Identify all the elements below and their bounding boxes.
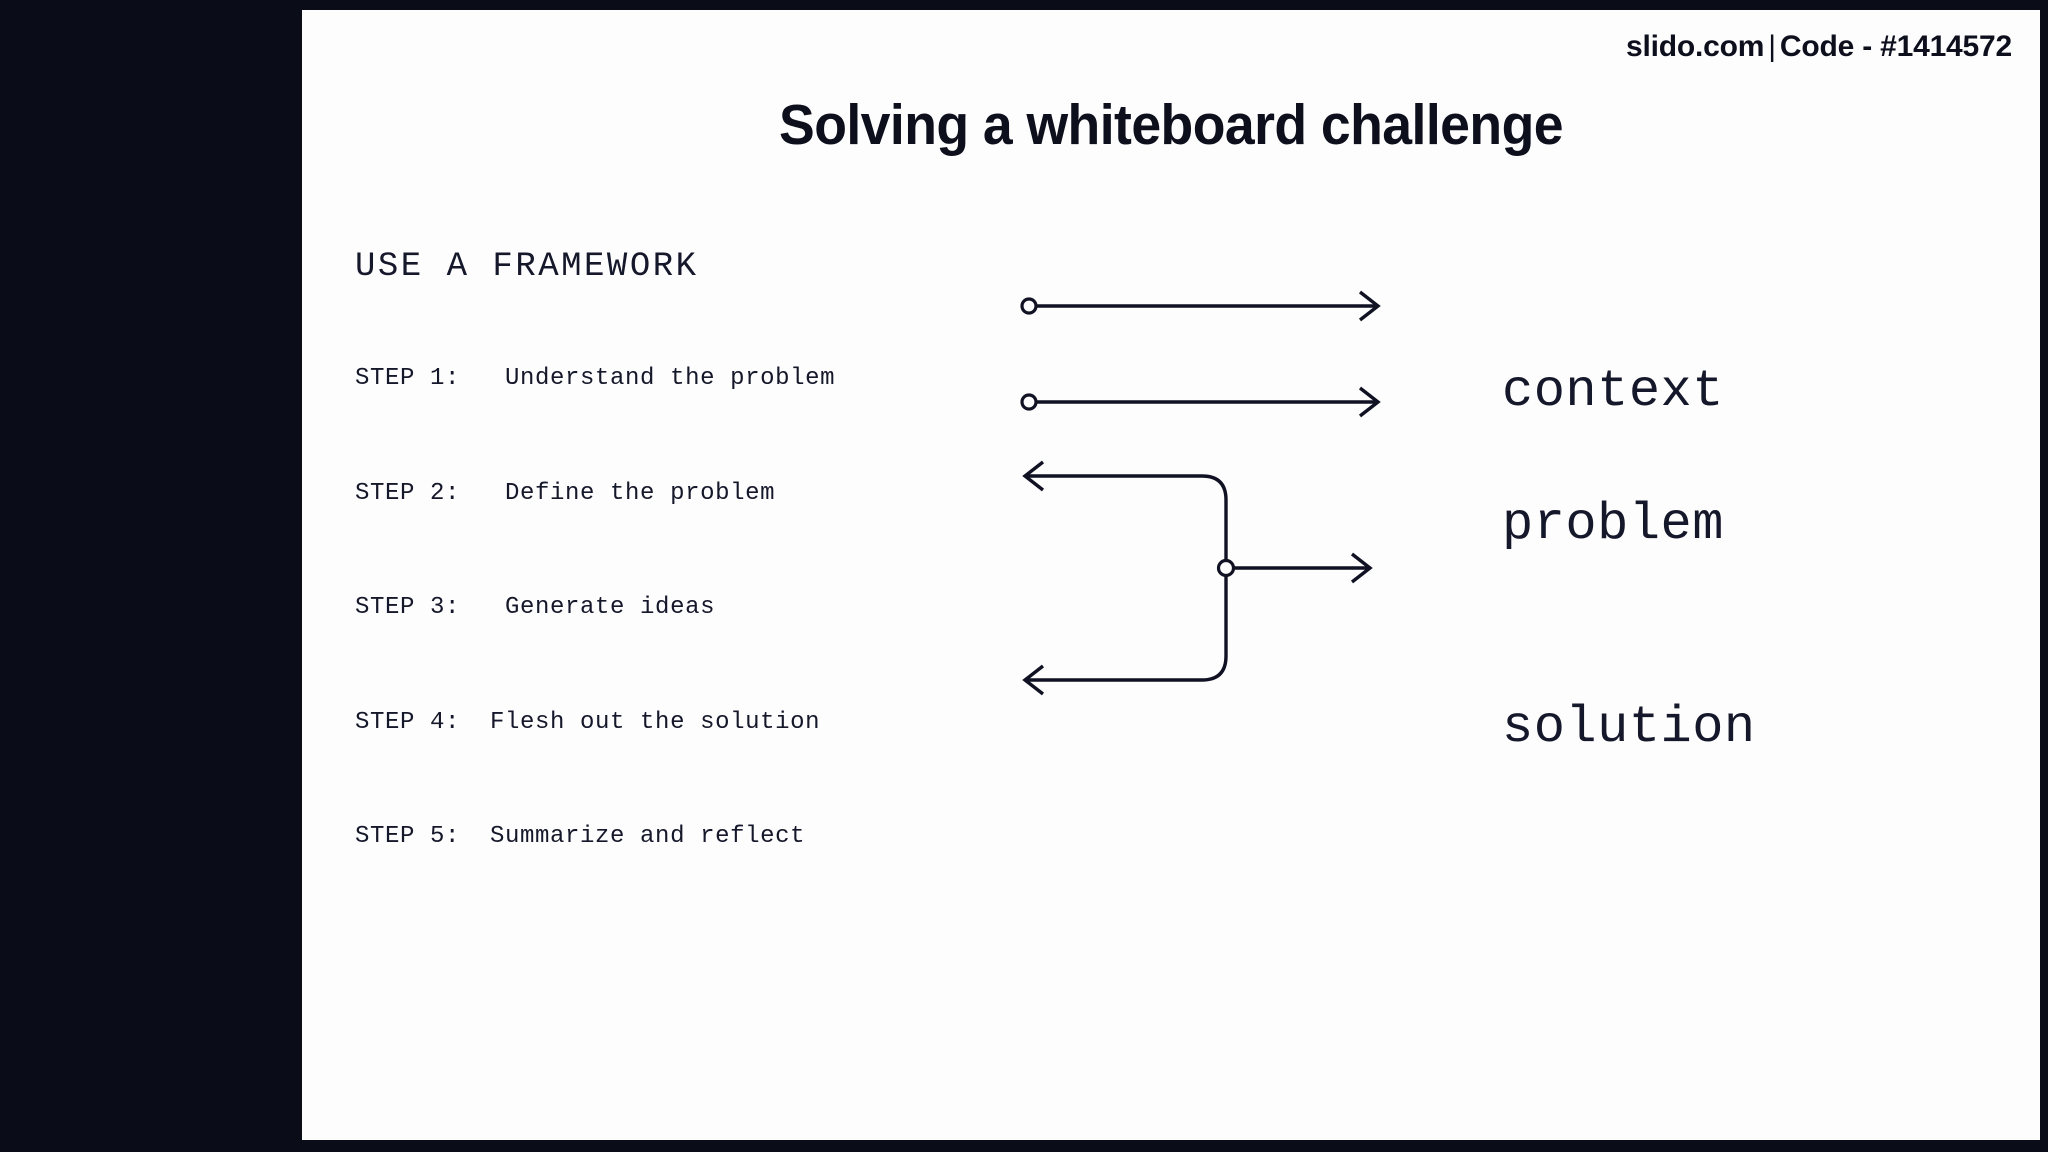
step-label: STEP 5: [355,823,461,850]
arrowhead-left-icon [1022,460,1045,492]
step-text: Summarize and reflect [460,823,806,850]
outcome-context: context [1502,362,1724,421]
outcome-solution: solution [1502,698,1756,757]
problem-connector [1020,386,1381,418]
step-row: STEP 2: Define the problem [355,480,775,510]
step-label: STEP 3: [355,594,461,621]
connector-junction-dot [1216,558,1236,578]
slido-separator: | [1768,30,1776,63]
section-heading: USE A FRAMEWORK [355,248,699,286]
slide-canvas: slido.com|Code - #1414572 Solving a whit… [302,10,2040,1140]
connector-start-dot [1020,393,1038,411]
connector-start-dot [1020,297,1038,315]
step-label: STEP 4: [355,708,461,736]
slido-code: Code - #1414572 [1779,30,2012,63]
arrowhead-left-icon [1022,664,1045,696]
solution-connector [1022,460,1373,696]
step-text: Generate ideas [460,594,716,621]
connector-diagram [1020,290,1381,696]
arrowhead-right-icon [1350,552,1373,584]
slido-brand: slido.com [1626,30,1765,63]
step-row: STEP 4: Flesh out the solution [355,709,820,739]
step-row: STEP 1: Understand the problem [355,365,835,395]
arrowhead-right-icon [1358,386,1381,418]
step-text: Define the problem [460,479,776,507]
bracket-path [1025,474,1228,682]
step-text: Understand the problem [460,365,836,392]
page-title: Solving a whiteboard challenge [779,93,1564,157]
arrowhead-right-icon [1358,290,1381,322]
step-row: STEP 3: Generate ideas [355,594,715,624]
step-row: STEP 5: Summarize and reflect [355,823,805,853]
slido-code-banner: slido.com|Code - #1414572 [1626,30,2012,64]
context-connector [1020,290,1381,322]
step-label: STEP 1: [355,365,461,392]
step-label: STEP 2: [355,479,461,507]
step-text: Flesh out the solution [460,708,821,736]
outcome-problem: problem [1502,495,1724,554]
